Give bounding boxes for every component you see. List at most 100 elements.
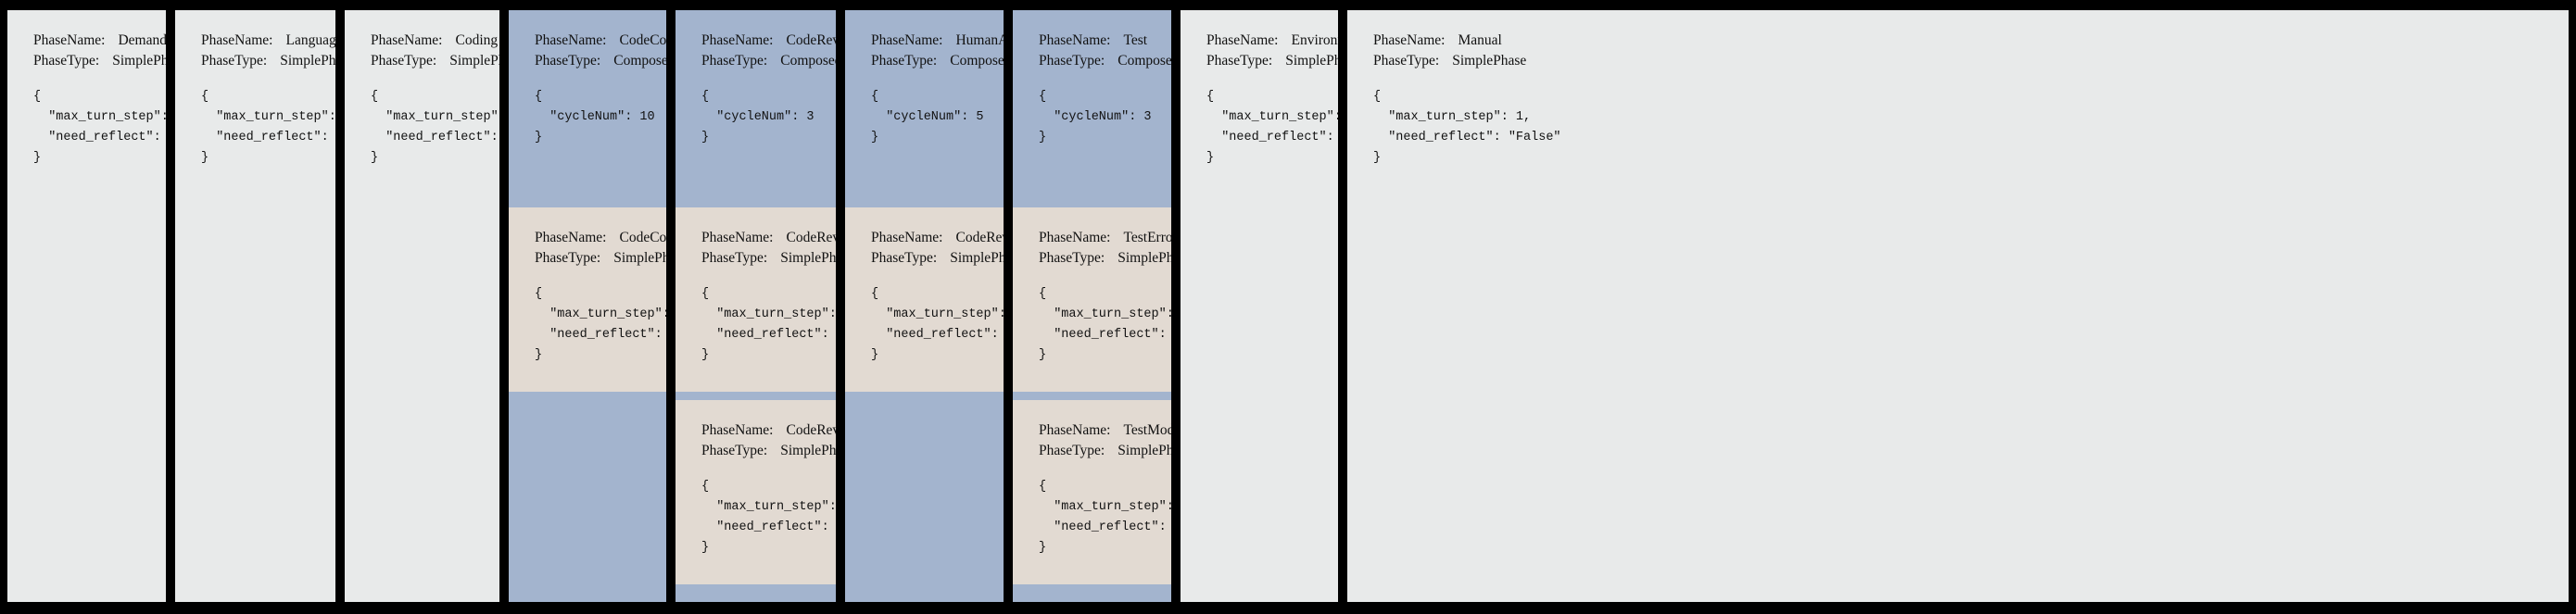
phase-config-json: { "max_turn_step": 1, "need_reflect": "F… <box>701 286 836 362</box>
phase-name-label: PhaseName: <box>1039 32 1111 48</box>
subphase-card-code-review-human[interactable]: PhaseName: CodeReviewHuman PhaseType: Si… <box>845 207 1004 392</box>
phase-card-human-agent-interaction[interactable]: PhaseName: HumanAgentInteraction PhaseTy… <box>845 10 1004 602</box>
phase-type-row: PhaseType: SimplePhase <box>871 248 1004 269</box>
phase-type-row: PhaseType: ComposedPhase <box>701 51 836 71</box>
phase-config-json: { "max_turn_step": 1, "need_reflect": "F… <box>1039 286 1171 362</box>
subphase-card-test-error-summary[interactable]: PhaseName: TestErrorSummary PhaseType: S… <box>1013 207 1171 392</box>
phase-name-value: LanguageChoose <box>285 32 335 48</box>
phase-name-label: PhaseName: <box>1206 32 1279 48</box>
phase-type-label: PhaseType: <box>871 53 938 69</box>
composed-phase-header: PhaseName: CodeReview PhaseType: Compose… <box>676 10 836 199</box>
phase-name-value: TestModification <box>1123 422 1171 438</box>
phase-body: PhaseName: Coding PhaseType: SimplePhase… <box>345 10 499 169</box>
phase-card-manual[interactable]: PhaseName: Manual PhaseType: SimplePhase… <box>1347 10 2569 602</box>
phase-name-label: PhaseName: <box>701 230 774 245</box>
phase-type-label: PhaseType: <box>1373 53 1440 69</box>
phase-body: PhaseName: DemandAnalysis PhaseType: Sim… <box>7 10 166 169</box>
subphase-card-test-modification[interactable]: PhaseName: TestModification PhaseType: S… <box>1013 400 1171 584</box>
phase-name-value: CodeComplete <box>619 230 666 245</box>
phase-type-value: SimplePhase <box>1118 250 1171 267</box>
phase-type-label: PhaseType: <box>701 53 768 69</box>
phase-name-label: PhaseName: <box>535 230 607 245</box>
phase-config-json: { "max_turn_step": -1, "need_reflect": "… <box>201 89 335 165</box>
composed-phase-header: PhaseName: HumanAgentInteraction PhaseTy… <box>845 10 1004 199</box>
phase-type-row: PhaseType: SimplePhase <box>1039 248 1171 269</box>
phase-type-label: PhaseType: <box>1039 250 1105 267</box>
phase-config-json: { "cycleNum": 5 } <box>871 89 984 144</box>
phase-type-value: SimplePhase <box>1118 443 1171 459</box>
phase-config-json: { "max_turn_step": -1, "need_reflect": "… <box>33 89 166 165</box>
phase-config-json: { "max_turn_step": 1, "need_reflect": "F… <box>371 89 499 165</box>
phase-card-environment-doc[interactable]: PhaseName: EnvironmentDoc PhaseType: Sim… <box>1181 10 1338 602</box>
phase-type-row: PhaseType: SimplePhase <box>1206 51 1338 71</box>
phase-name-value: Manual <box>1458 32 1502 48</box>
subphase-card-code-complete[interactable]: PhaseName: CodeComplete PhaseType: Simpl… <box>509 207 666 392</box>
phase-card-language-choose[interactable]: PhaseName: LanguageChoose PhaseType: Sim… <box>175 10 335 602</box>
phase-name-row: PhaseName: CodeReviewModification <box>701 420 836 441</box>
phase-name-row: PhaseName: Test <box>1039 31 1171 51</box>
composed-phase-filler <box>1013 584 1171 602</box>
phase-type-row: PhaseType: SimplePhase <box>371 51 499 71</box>
phase-name-row: PhaseName: TestModification <box>1039 420 1171 441</box>
phase-type-value: SimplePhase <box>1285 53 1338 69</box>
phase-type-row: PhaseType: ComposedPhase <box>1039 51 1171 71</box>
phase-card-code-review[interactable]: PhaseName: CodeReview PhaseType: Compose… <box>676 10 836 602</box>
phase-type-row: PhaseType: SimplePhase <box>33 51 166 71</box>
phase-type-value: SimplePhase <box>780 443 836 459</box>
phase-name-label: PhaseName: <box>371 32 443 48</box>
phase-name-value: CodeReviewComment <box>786 230 836 245</box>
phase-type-row: PhaseType: ComposedPhase <box>535 51 666 71</box>
phase-config-json: { "cycleNum": 3 } <box>1039 89 1152 144</box>
phase-type-label: PhaseType: <box>33 53 100 69</box>
phase-name-row: PhaseName: CodeCompleteAll <box>535 31 666 51</box>
phase-config-json: { "max_turn_step": 1, "need_reflect": "F… <box>701 479 836 555</box>
subphase-card-code-review-modification[interactable]: PhaseName: CodeReviewModification PhaseT… <box>676 400 836 584</box>
phase-type-row: PhaseType: SimplePhase <box>1039 441 1171 461</box>
phase-type-value: ComposedPhase <box>613 53 666 69</box>
phase-type-label: PhaseType: <box>871 250 938 267</box>
phase-name-value: CodeReviewHuman <box>955 230 1004 245</box>
phase-config-json: { "cycleNum": 3 } <box>701 89 814 144</box>
phase-name-label: PhaseName: <box>701 32 774 48</box>
phase-type-label: PhaseType: <box>701 443 768 459</box>
phase-name-row: PhaseName: Manual <box>1373 31 2569 51</box>
phase-name-label: PhaseName: <box>1039 422 1111 438</box>
phase-card-coding[interactable]: PhaseName: Coding PhaseType: SimplePhase… <box>345 10 499 602</box>
composed-phase-filler <box>845 392 1004 602</box>
phase-name-row: PhaseName: CodeReview <box>701 31 836 51</box>
phase-name-value: DemandAnalysis <box>118 32 166 48</box>
phase-type-value: ComposedPhase <box>780 53 836 69</box>
phase-config-json: { "cycleNum": 10 } <box>535 89 655 144</box>
phase-type-value: SimplePhase <box>780 250 836 267</box>
phase-body: PhaseName: LanguageChoose PhaseType: Sim… <box>175 10 335 169</box>
phase-type-row: PhaseType: SimplePhase <box>701 248 836 269</box>
phase-type-row: PhaseType: ComposedPhase <box>871 51 1004 71</box>
phase-type-value: ComposedPhase <box>1118 53 1171 69</box>
phase-name-value: TestErrorSummary <box>1123 230 1171 245</box>
phase-name-value: CodeCompleteAll <box>619 32 666 48</box>
phase-type-value: SimplePhase <box>950 250 1004 267</box>
phase-card-test[interactable]: PhaseName: Test PhaseType: ComposedPhase… <box>1013 10 1171 602</box>
phase-card-demand-analysis[interactable]: PhaseName: DemandAnalysis PhaseType: Sim… <box>7 10 166 602</box>
phase-name-row: PhaseName: TestErrorSummary <box>1039 228 1171 248</box>
phase-type-label: PhaseType: <box>201 53 268 69</box>
phase-card-code-complete-all[interactable]: PhaseName: CodeCompleteAll PhaseType: Co… <box>509 10 666 602</box>
phase-name-label: PhaseName: <box>1039 230 1111 245</box>
phase-type-value: SimplePhase <box>449 53 499 69</box>
phase-type-value: SimplePhase <box>613 250 666 267</box>
phase-type-label: PhaseType: <box>1206 53 1273 69</box>
phase-type-label: PhaseType: <box>535 250 601 267</box>
phase-type-value: SimplePhase <box>1452 53 1527 69</box>
phase-name-row: PhaseName: Coding <box>371 31 499 51</box>
phase-config-json: { "max_turn_step": 1, "need_reflect": "F… <box>871 286 1004 362</box>
phase-name-value: EnvironmentDoc <box>1291 32 1338 48</box>
phase-type-row: PhaseType: SimplePhase <box>701 441 836 461</box>
phase-name-label: PhaseName: <box>33 32 106 48</box>
phase-name-row: PhaseName: CodeReviewHuman <box>871 228 1004 248</box>
phase-type-value: ComposedPhase <box>950 53 1004 69</box>
phase-type-label: PhaseType: <box>1039 443 1105 459</box>
phase-name-row: PhaseName: LanguageChoose <box>201 31 335 51</box>
phase-name-label: PhaseName: <box>535 32 607 48</box>
subphase-card-code-review-comment[interactable]: PhaseName: CodeReviewComment PhaseType: … <box>676 207 836 392</box>
phase-name-value: HumanAgentInteraction <box>955 32 1004 48</box>
